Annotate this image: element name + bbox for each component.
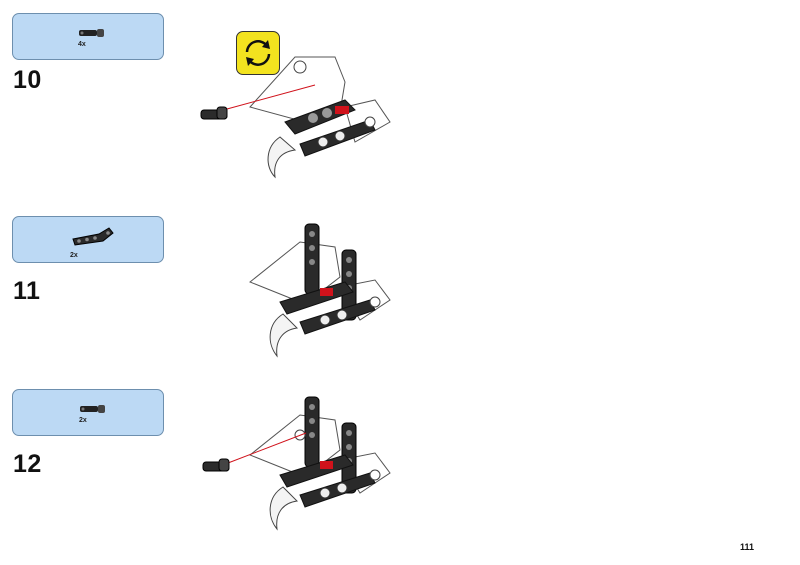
pin-connector-icon (79, 29, 104, 37)
parts-quantity: 4x (78, 41, 86, 48)
model-step-11-illustration (249, 223, 391, 358)
parts-quantity: 2x (79, 417, 87, 424)
bent-beam-icon (72, 227, 114, 246)
step-number: 12 (13, 450, 42, 478)
parts-callout-step-10: 4x (12, 13, 164, 60)
pin-connector-icon (80, 405, 105, 413)
step-number: 10 (13, 66, 42, 94)
step-number: 11 (13, 277, 41, 305)
page-number: 111 (740, 542, 755, 552)
model-step-10-illustration (200, 56, 391, 179)
parts-quantity: 2x (70, 252, 78, 259)
model-step-12-illustration (202, 396, 391, 531)
parts-callout-step-12: 2x (12, 389, 164, 436)
parts-callout-step-11: 2x (12, 216, 164, 263)
rotate-model-icon (236, 31, 280, 75)
